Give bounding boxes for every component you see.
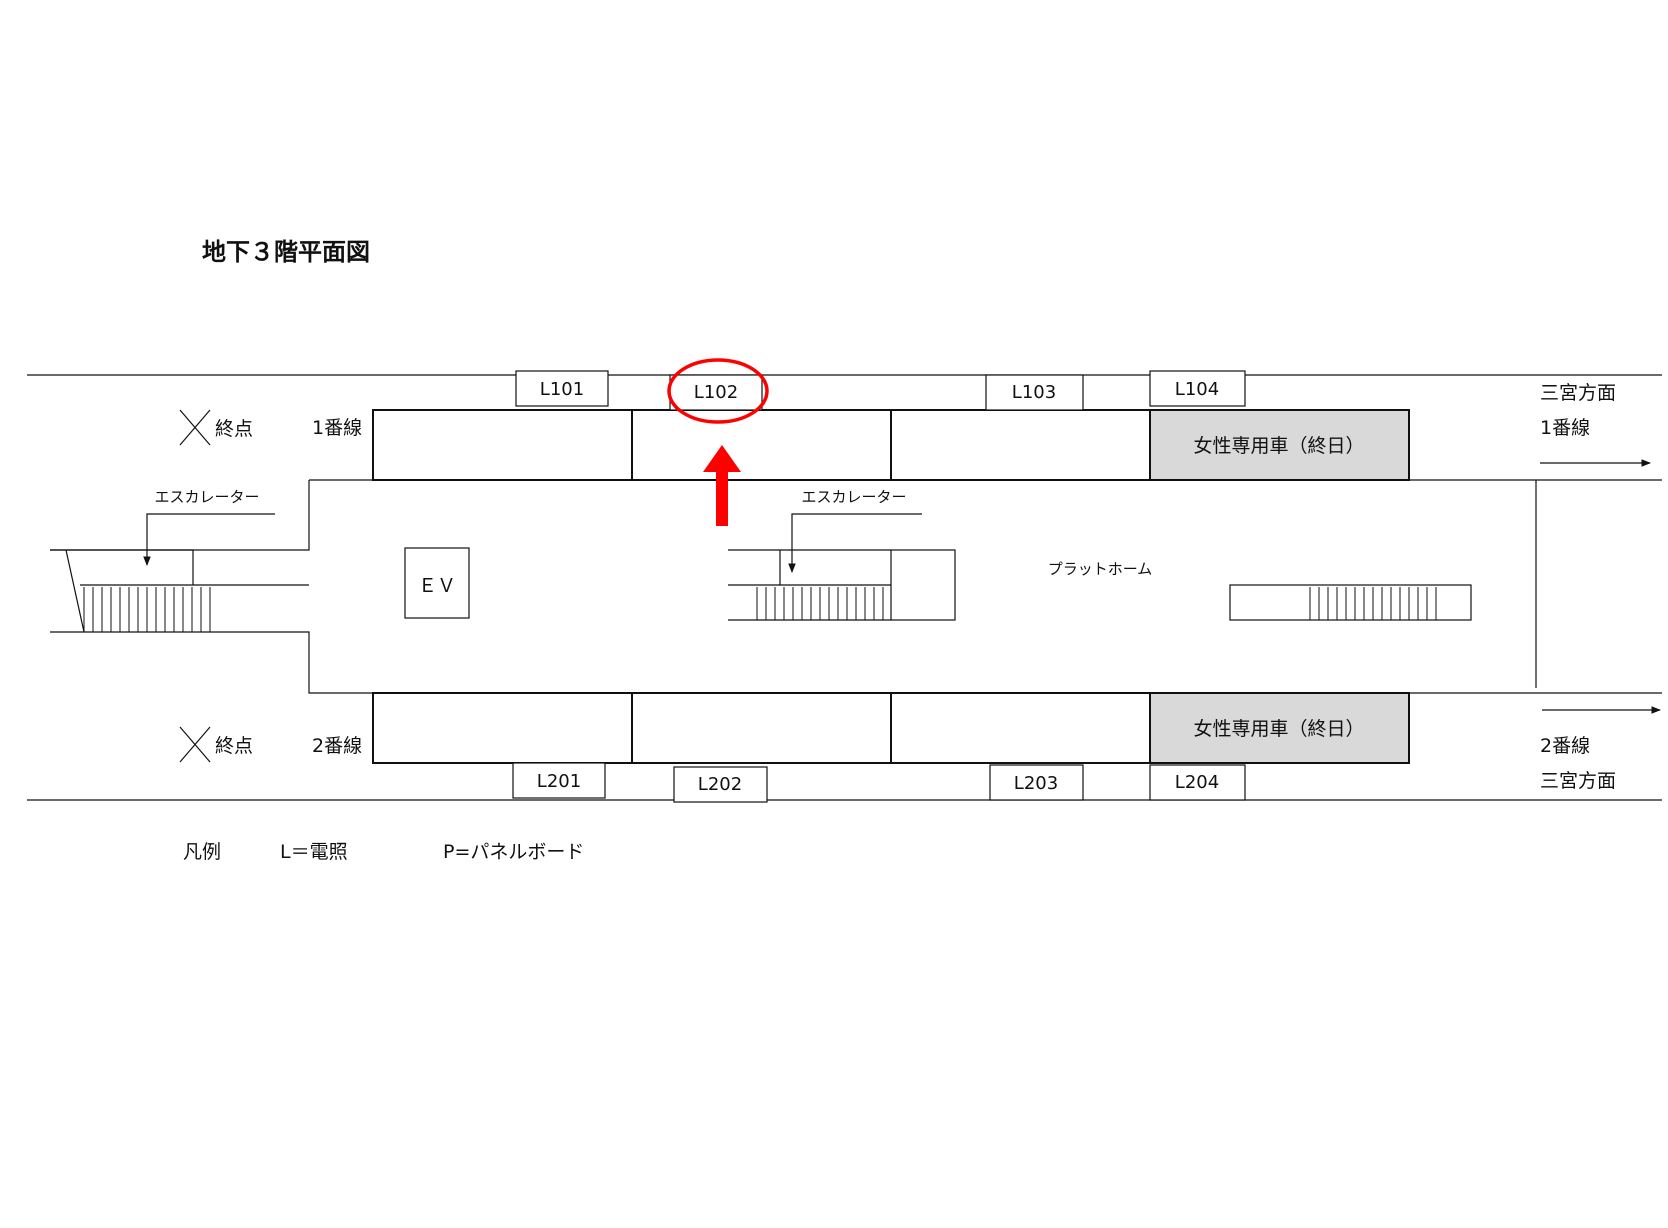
legend-title: 凡例 bbox=[183, 841, 221, 863]
women-only-car-label: 女性専用車（終日） bbox=[1193, 718, 1364, 740]
stair-treads bbox=[1309, 587, 1437, 620]
light-fixtures-bottom: L201 L202 L203 L204 bbox=[512, 762, 1246, 803]
terminal-label: 終点 bbox=[215, 418, 253, 440]
track2-terminal: 終点 bbox=[179, 726, 253, 763]
legend: 凡例 L＝電照 P=パネルボード bbox=[183, 841, 584, 863]
stair-outline bbox=[1229, 584, 1472, 621]
light-box-L202[interactable]: L202 bbox=[673, 766, 768, 803]
track1-line-right: 1番線 bbox=[1540, 417, 1590, 439]
light-box-label: L201 bbox=[537, 771, 581, 792]
light-box-label: L202 bbox=[698, 774, 742, 795]
light-box-L204[interactable]: L204 bbox=[1149, 764, 1246, 801]
escalator-arrow bbox=[788, 513, 922, 573]
track2-line-right: 2番線 bbox=[1540, 735, 1590, 757]
light-box-label: L203 bbox=[1014, 773, 1058, 794]
elevator-box bbox=[404, 547, 470, 619]
car-slot bbox=[372, 409, 633, 481]
stair-treads bbox=[83, 587, 211, 632]
highlight-arrow-head bbox=[703, 445, 741, 472]
light-box-label: L204 bbox=[1175, 772, 1219, 793]
left-escalator: エスカレーター bbox=[50, 488, 309, 633]
light-box-L104[interactable]: L104 bbox=[1149, 370, 1246, 407]
light-box-label: L102 bbox=[694, 382, 738, 403]
highlight-arrow-shaft bbox=[716, 470, 728, 526]
escalator-label: エスカレーター bbox=[154, 488, 259, 506]
light-box-L101[interactable]: L101 bbox=[515, 370, 609, 407]
car-slot bbox=[631, 692, 892, 764]
track2-destination: 三宮方面 bbox=[1540, 770, 1616, 792]
light-box-L201[interactable]: L201 bbox=[512, 762, 606, 799]
women-only-car bbox=[1149, 409, 1410, 481]
light-box-L102[interactable]: L102 bbox=[669, 374, 763, 411]
light-box-L203[interactable]: L203 bbox=[989, 764, 1084, 801]
car-slot bbox=[890, 692, 1151, 764]
light-box-label: L104 bbox=[1175, 379, 1219, 400]
escalator-arrow bbox=[143, 513, 275, 566]
terminal-x-icon bbox=[179, 726, 211, 763]
stair-treads bbox=[756, 587, 884, 620]
light-box-L103[interactable]: L103 bbox=[985, 374, 1084, 411]
terminal-x-icon bbox=[179, 409, 211, 446]
platform-outline bbox=[50, 479, 1662, 694]
highlight-arrow bbox=[703, 445, 741, 526]
light-fixtures-top: L101 L102 L103 L104 bbox=[515, 370, 1246, 411]
track2-line-label: 2番線 bbox=[312, 735, 362, 757]
platform-label: プラットホーム bbox=[1048, 560, 1153, 578]
elevator-label: ＥＶ bbox=[418, 575, 456, 597]
legend-light: L＝電照 bbox=[280, 841, 348, 863]
highlight-circle bbox=[667, 358, 769, 424]
legend-panel: P=パネルボード bbox=[443, 841, 584, 863]
track1-terminal: 終点 bbox=[179, 409, 253, 446]
track1-destination: 三宮方面 bbox=[1540, 382, 1616, 404]
stair-landing bbox=[890, 549, 956, 621]
track1-line-label: 1番線 bbox=[312, 417, 362, 439]
track2-car-row: 女性専用車（終日） bbox=[372, 692, 1410, 764]
escalator-label: エスカレーター bbox=[801, 488, 906, 506]
women-only-car-label: 女性専用車（終日） bbox=[1193, 435, 1364, 457]
right-stairs bbox=[1229, 584, 1472, 621]
light-box-label: L103 bbox=[1012, 382, 1056, 403]
car-slot bbox=[890, 409, 1151, 481]
center-escalator: エスカレーター bbox=[728, 488, 956, 621]
track1-car-row: 女性専用車（終日） bbox=[372, 409, 1410, 481]
car-slot bbox=[372, 692, 633, 764]
page-title: 地下３階平面図 bbox=[202, 238, 370, 266]
terminal-label: 終点 bbox=[215, 735, 253, 757]
car-slot bbox=[631, 409, 892, 481]
elevator: ＥＶ bbox=[404, 547, 470, 619]
light-box-label: L101 bbox=[540, 379, 584, 400]
